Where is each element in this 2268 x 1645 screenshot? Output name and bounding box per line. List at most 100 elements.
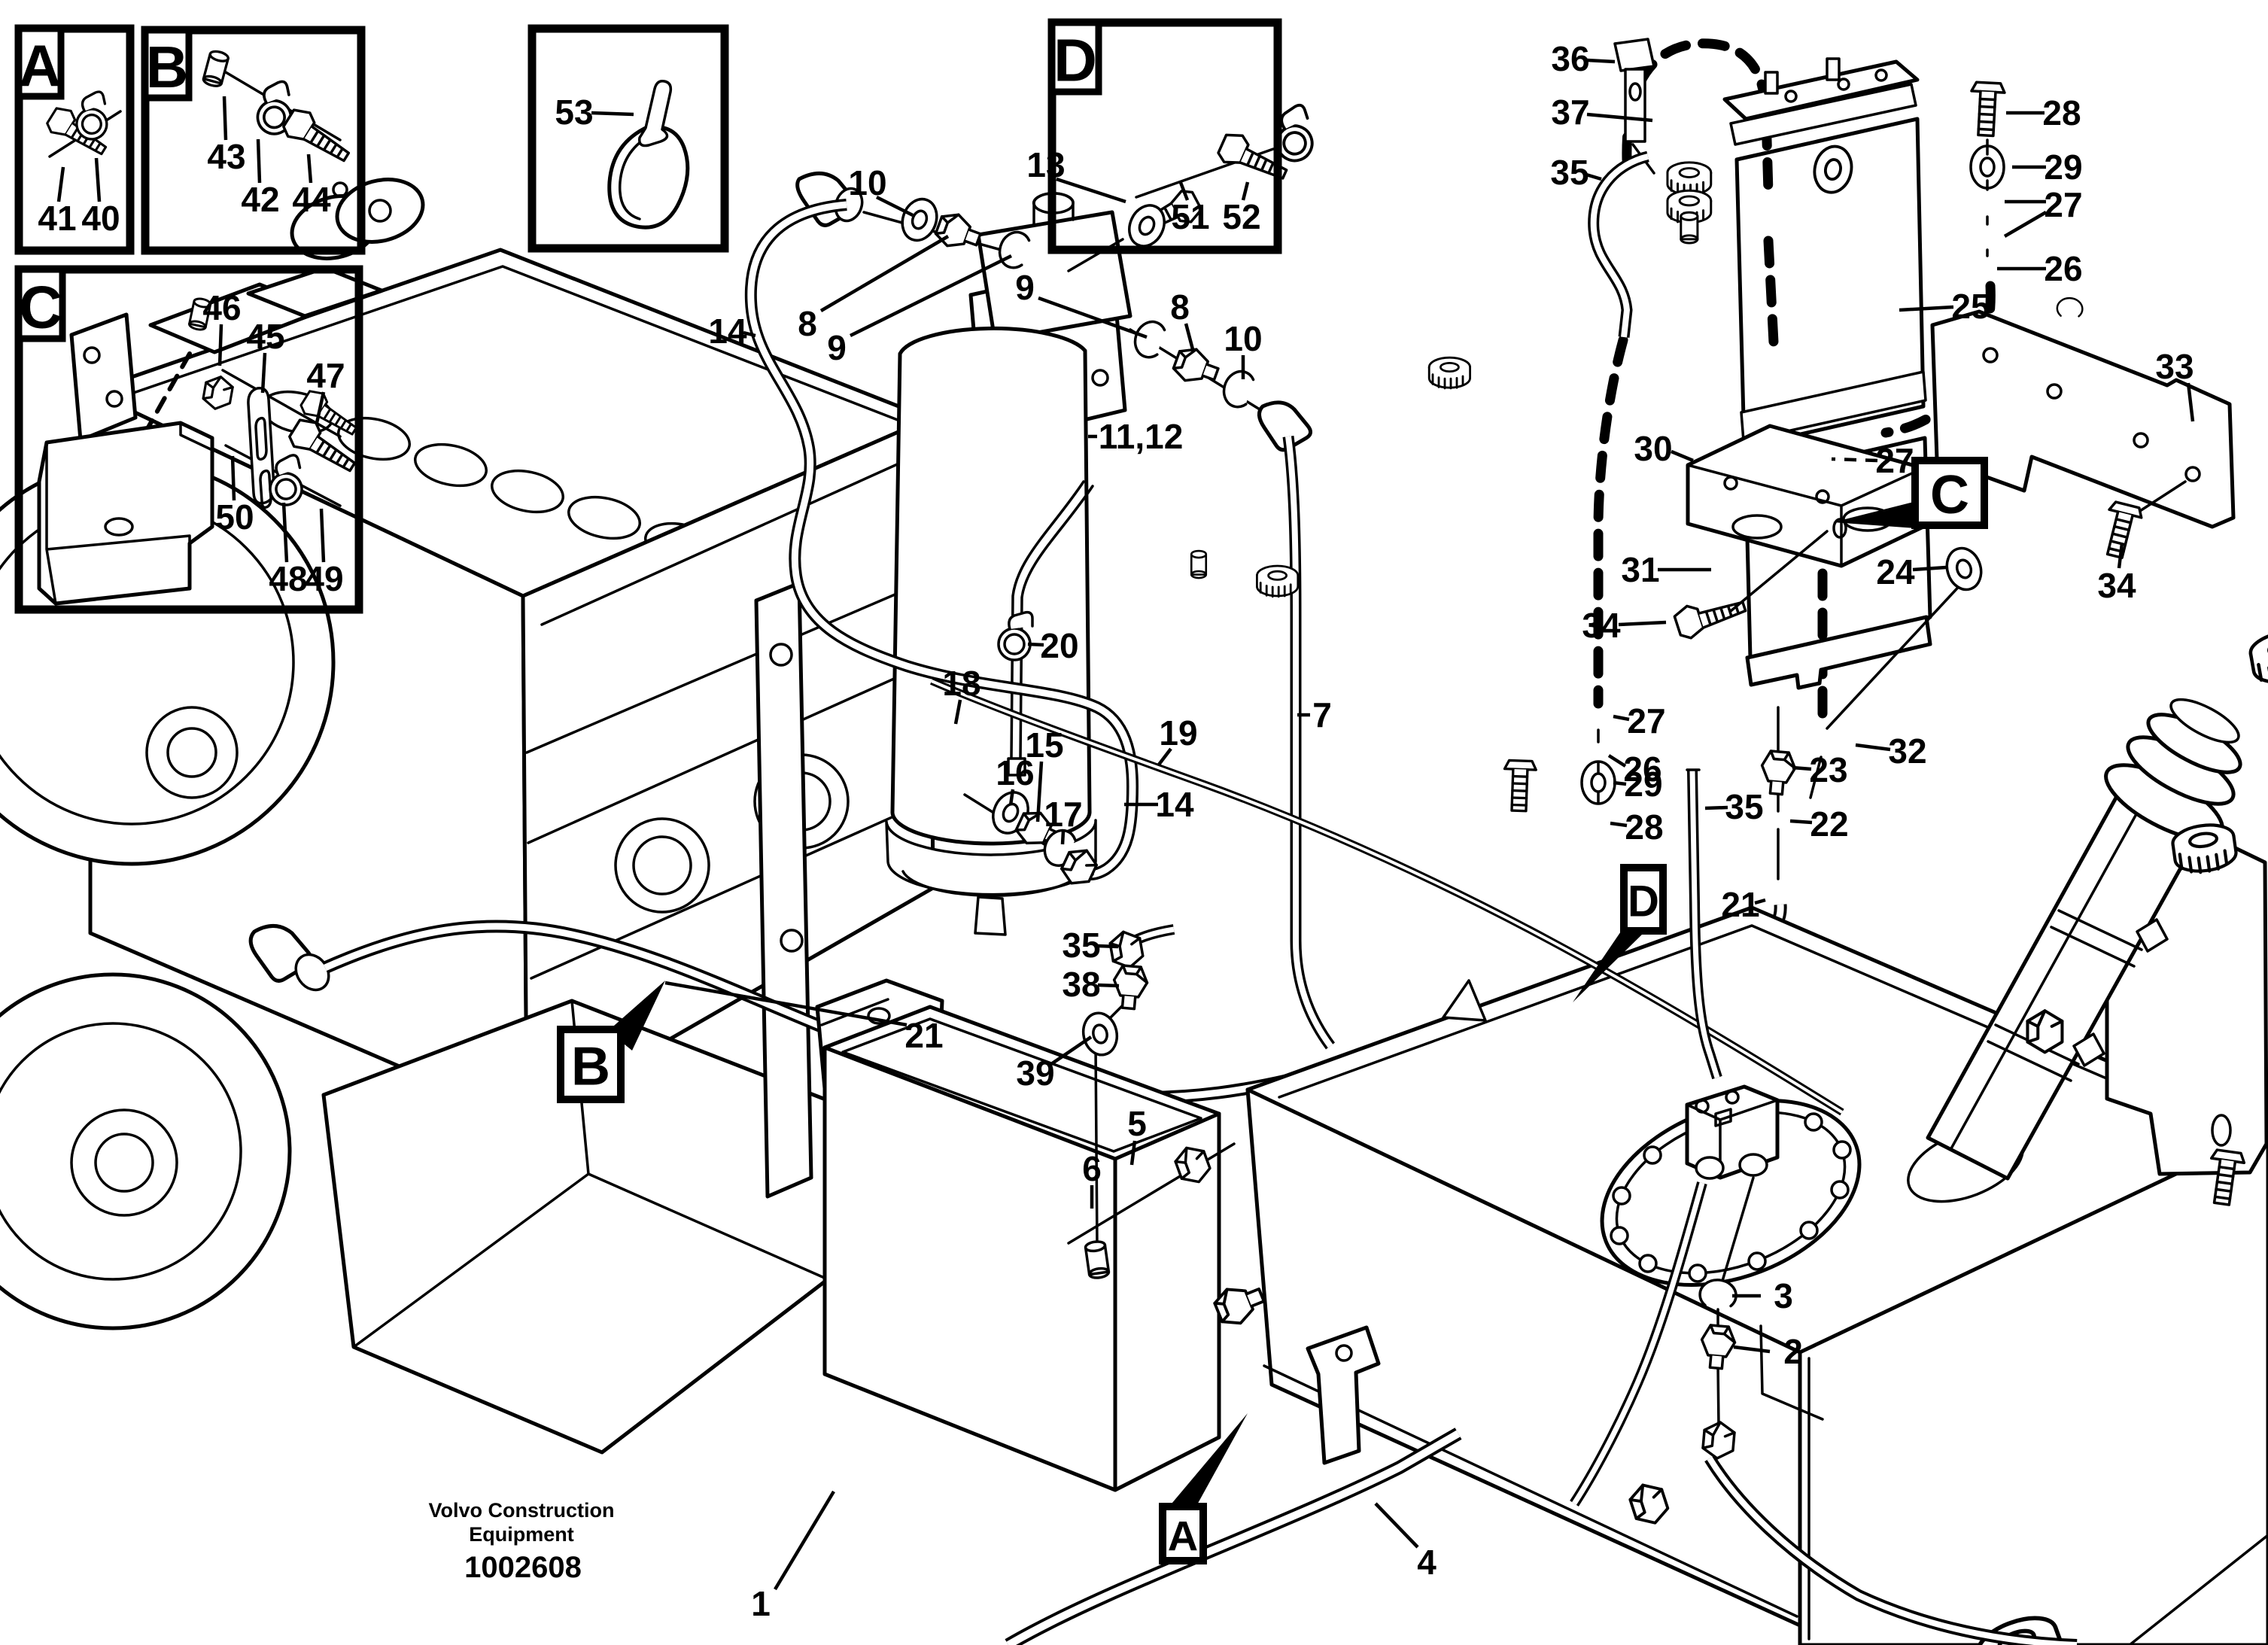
marker-label: B	[571, 1037, 610, 1097]
detail-frame-B: B	[141, 26, 366, 255]
vent-tube	[1010, 480, 1094, 760]
callout-number: 42	[241, 180, 279, 219]
callout-10: 10	[1224, 319, 1263, 379]
callout-29: 29	[2012, 147, 2083, 187]
callout-number: 25	[1951, 287, 1990, 326]
callout-11,12: 11,12	[1088, 417, 1183, 456]
callout-number: 29	[1624, 765, 1662, 804]
callout-number: 31	[1621, 550, 1659, 589]
callout-number: 21	[904, 1016, 943, 1055]
callout-number: 35	[1062, 926, 1100, 965]
callout-number: 48	[269, 559, 307, 598]
callout-26: 26	[1997, 249, 2083, 288]
callout-number: 30	[1634, 429, 1672, 468]
callout-40: 40	[81, 157, 120, 238]
callout-number: 49	[305, 559, 343, 598]
callout-30: 30	[1634, 429, 1694, 468]
callout-9: 9	[827, 254, 1012, 367]
callout-26: 26	[1607, 750, 1662, 789]
callout-35: 35	[1550, 153, 1602, 192]
grommet-31	[2248, 627, 2268, 688]
fuel-filter	[885, 192, 1132, 936]
cable-tie-53	[607, 124, 690, 230]
box-53-content	[607, 79, 690, 230]
callout-number: 52	[1222, 197, 1260, 236]
callout-number: 44	[292, 180, 331, 219]
callout-49: 49	[305, 508, 344, 598]
callout-15: 15	[1025, 725, 1064, 822]
engine-block	[0, 178, 1002, 1455]
callout-25: 25	[1899, 287, 1990, 326]
callout-28: 28	[2006, 93, 2081, 132]
callout-number: 51	[1171, 197, 1209, 236]
tank-feed-through	[1067, 1141, 2070, 1645]
callout-number: 1	[751, 1584, 771, 1623]
callout-53: 53	[555, 93, 634, 132]
callout-42: 42	[241, 138, 280, 219]
callout-number: 53	[555, 93, 593, 132]
callout-number: 19	[1159, 713, 1197, 753]
callout-number: 37	[1551, 93, 1589, 132]
filter-fittings	[795, 172, 1312, 452]
callout-number: 28	[1625, 807, 1663, 847]
callout-number: 41	[38, 199, 76, 238]
bracket-C	[37, 421, 214, 606]
fuel-tank	[1245, 698, 2268, 1645]
callout-45: 45	[246, 317, 285, 394]
callout-number: 3	[1774, 1276, 1793, 1315]
washer-37	[1808, 141, 1857, 198]
grommet-27-mid	[1427, 356, 1471, 390]
bolt-34a	[1671, 588, 1750, 643]
callout-9: 9	[1015, 268, 1148, 339]
callout-number: 9	[827, 328, 847, 367]
callout-number: 23	[1809, 750, 1847, 789]
callout-19: 19	[1157, 713, 1198, 766]
view-marker-D: D	[1573, 864, 1667, 1002]
crank-damper	[0, 972, 292, 1330]
cooler-bolt-36	[1613, 38, 1655, 175]
callout-16: 16	[996, 753, 1035, 806]
callout-6: 6	[1082, 1149, 1102, 1209]
filter-canister	[890, 326, 1092, 846]
mount-plate-33	[1930, 309, 2236, 529]
callout-number: 38	[1062, 965, 1100, 1004]
cooler-bracket-30	[1686, 424, 1926, 568]
callout-41: 41	[38, 166, 77, 238]
callout-number: 15	[1025, 725, 1063, 765]
callout-24: 24	[1876, 552, 1947, 591]
callout-number: 35	[1725, 787, 1763, 826]
frame-label: B	[146, 34, 188, 100]
left-fastener-column	[1190, 549, 1616, 813]
callout-39: 39	[1016, 1035, 1093, 1093]
detail-frame-A: A	[14, 24, 135, 255]
callout-number: 8	[798, 304, 817, 343]
callout-44: 44	[292, 154, 331, 219]
callout-number: 47	[306, 356, 345, 395]
detail-frame-C: C	[14, 265, 363, 614]
callout-number: 29	[2044, 147, 2082, 187]
box-C-content	[37, 296, 364, 606]
view-marker-C: C	[1833, 457, 1988, 529]
cover-box-1	[815, 978, 1221, 1492]
callout-number: 9	[1015, 268, 1035, 307]
callout-number: 16	[996, 753, 1034, 792]
box-A-content	[43, 90, 122, 163]
callout-number: 32	[1888, 731, 1926, 771]
filler-neck	[1907, 698, 2242, 1203]
callout-36: 36	[1551, 39, 1616, 78]
box-B-content	[201, 48, 357, 170]
callout-48: 48	[269, 502, 308, 598]
callout-number: 7	[1312, 695, 1332, 734]
callout-35: 35	[1062, 926, 1119, 965]
cooler-fastener-column-right	[1666, 81, 2007, 257]
callout-14: 14	[708, 312, 756, 351]
callout-number: 14	[708, 312, 747, 351]
footer: Volvo Construction Equipment 1002608	[429, 1499, 615, 1584]
pipe7-elbow	[1257, 400, 1312, 452]
fuel-sender-plate	[1600, 1084, 1862, 1287]
link-plate-45	[247, 387, 275, 505]
callout-number: 2	[1783, 1332, 1803, 1371]
callout-number: 39	[1016, 1054, 1054, 1093]
callout-47: 47	[306, 356, 345, 424]
